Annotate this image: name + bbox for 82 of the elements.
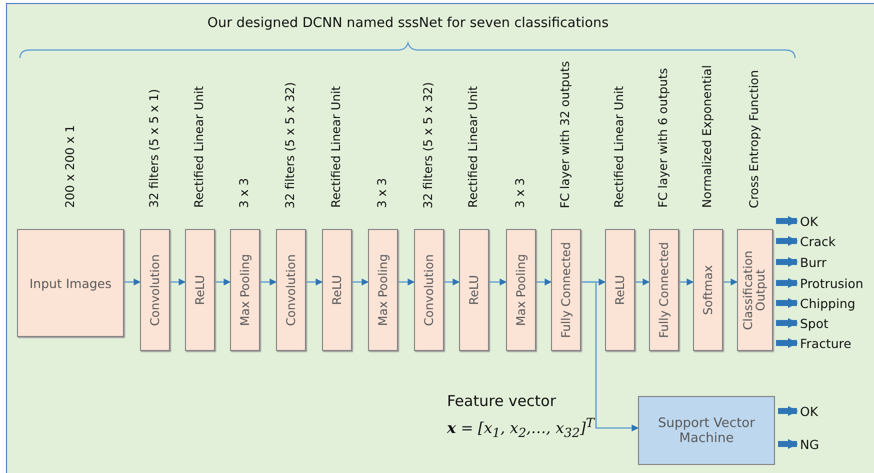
class-label: Protrusion xyxy=(800,274,864,292)
block-arrow xyxy=(776,298,798,308)
layer-annotation: 3 x 3 xyxy=(375,178,389,208)
layer-box xyxy=(605,229,635,351)
input-box xyxy=(17,229,124,337)
layer-annotation: 3 x 3 xyxy=(513,178,527,208)
node-label: ReLU xyxy=(614,274,626,308)
arrow xyxy=(352,278,369,286)
block-arrow xyxy=(776,338,798,348)
layer-box xyxy=(506,229,536,351)
title: Our designed DCNN named sssNet for seven classifications xyxy=(207,15,609,31)
node-label: ReLU xyxy=(194,274,206,308)
layer-box xyxy=(551,229,581,351)
layer-box xyxy=(368,229,398,351)
block-arrow xyxy=(776,216,798,226)
layer-box xyxy=(693,229,723,351)
block-arrow xyxy=(776,278,798,288)
layer-annotation: Rectified Linear Unit xyxy=(329,86,343,208)
layer-annotation: 32 filters (5 x 5 x 1) xyxy=(147,89,161,208)
class-label: Crack xyxy=(800,232,836,250)
node-label: Support Vector Machine xyxy=(657,416,756,446)
node-label: Classification Output xyxy=(742,249,768,332)
node-label: ReLU xyxy=(330,274,344,308)
layer-box xyxy=(230,229,260,351)
arrow xyxy=(215,278,231,286)
layer-box xyxy=(649,229,679,351)
class-label: NG xyxy=(800,435,820,453)
formula: x = [x$_{1}$, x$_{2}$,…, x$_{32}$]$^{T}$ xyxy=(447,415,594,440)
node-label: Fully Connected xyxy=(658,240,670,340)
layer-annotation: 32 filters (5 x 5 x 32) xyxy=(283,82,297,208)
arrow xyxy=(723,278,738,286)
layer-box xyxy=(276,229,306,351)
node-label: Convolution xyxy=(148,253,162,328)
layer-annotation: 200 x 200 x 1 xyxy=(62,125,76,208)
arrow xyxy=(306,278,323,286)
node-label: Softmax xyxy=(702,264,714,317)
layer-annotation: 32 filters (5 x 5 x 32) xyxy=(421,82,435,208)
layer-box xyxy=(737,229,773,351)
arrow xyxy=(398,278,415,286)
class-label: OK xyxy=(800,212,818,230)
arrow xyxy=(124,278,141,286)
class-label: OK xyxy=(800,402,818,420)
block-arrow xyxy=(778,406,798,416)
layer-annotation: Rectified Linear Unit xyxy=(612,86,626,208)
block-arrow xyxy=(778,439,798,449)
layer-box xyxy=(414,229,444,351)
class-label: Spot xyxy=(800,314,828,332)
node-label: Convolution xyxy=(422,253,436,328)
node-label: Input Images xyxy=(28,276,112,290)
feature-caption: Feature vector xyxy=(447,392,556,410)
layer-annotation: FC layer with 32 outputs xyxy=(558,60,572,208)
node-label: Max Pooling xyxy=(514,253,528,328)
arrow xyxy=(489,278,507,286)
arrow xyxy=(679,278,694,286)
class-label: Burr xyxy=(800,253,827,271)
node-label: Convolution xyxy=(284,253,298,328)
block-arrow xyxy=(776,257,798,267)
arrow xyxy=(581,281,639,432)
layer-annotation: Normalized Exponential xyxy=(700,65,714,208)
layer-annotation: Cross Entropy Function xyxy=(747,70,761,208)
layer-box xyxy=(185,229,215,351)
block-arrow xyxy=(776,236,798,246)
layer-annotation: Rectified Linear Unit xyxy=(466,86,480,208)
layer-box xyxy=(322,229,352,351)
node-label: ReLU xyxy=(468,274,480,308)
arrow xyxy=(444,278,460,286)
layer-annotation: 3 x 3 xyxy=(237,178,251,208)
classifier-box xyxy=(638,396,775,465)
layer-box xyxy=(459,229,489,351)
arrow xyxy=(536,278,552,286)
arrow xyxy=(635,278,650,286)
layer-annotation: Rectified Linear Unit xyxy=(192,86,206,208)
class-label: Fracture xyxy=(800,334,852,352)
layer-box xyxy=(140,229,170,351)
block-arrow xyxy=(776,318,798,328)
node-label: Fully Connected xyxy=(560,240,572,340)
node-label: Max Pooling xyxy=(376,253,390,328)
layer-annotation: FC layer with 6 outputs xyxy=(656,68,670,208)
node-label: Max Pooling xyxy=(238,253,252,328)
class-label: Chipping xyxy=(800,294,856,312)
arrow xyxy=(170,278,186,286)
arrow xyxy=(260,278,277,286)
